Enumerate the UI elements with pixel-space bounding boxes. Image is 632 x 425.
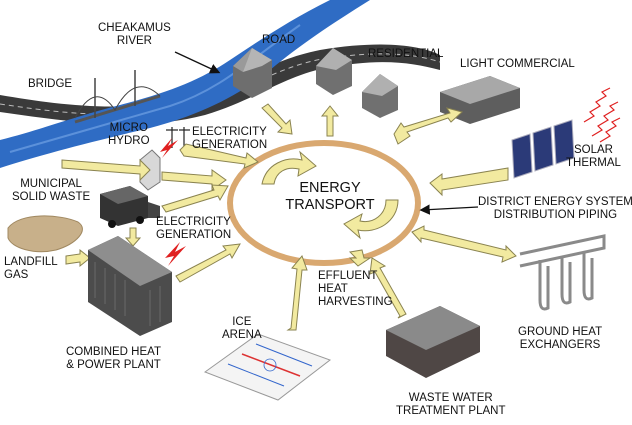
ground-heat-line1: GROUND HEAT [518, 326, 603, 338]
energy-transport-line1: ENERGY [299, 180, 361, 196]
sun-rays [583, 87, 621, 143]
electricity-generation-mid-line1: ELECTRICITY [156, 216, 231, 228]
residential-houses [316, 48, 398, 118]
electricity-generation-top-label: ELECTRICITY GENERATION [192, 126, 267, 152]
solar-flow-arrow [429, 167, 509, 197]
truck-to-plant-arrow [124, 227, 142, 247]
ground-heat-exchanger-pipes [519, 234, 606, 311]
effluent-heat-line3: HARVESTING [318, 296, 393, 308]
lightning-bolt-mid-icon [165, 242, 186, 266]
ground-heat-exchangers-label: GROUND HEAT EXCHANGERS [518, 326, 602, 352]
wastewater-line2: TREATMENT PLANT [396, 405, 506, 417]
landfill-gas-line2: GAS [4, 269, 29, 281]
energy-transport-label: ENERGY TRANSPORT [275, 180, 385, 214]
cheakamus-river-line1: CHEAKAMUS [98, 22, 171, 34]
cheakamus-river-line2: RIVER [116, 35, 152, 47]
micro-hydro-flow-arrow [61, 158, 151, 182]
district-energy-label: DISTRICT ENERGY SYSTEM DISTRIBUTION PIPI… [478, 196, 632, 222]
road-label: ROAD [262, 34, 296, 46]
garbage-truck [100, 186, 160, 228]
cheakamus-river-label: CHEAKAMUS RIVER [98, 22, 171, 48]
wastewater-flow-arrow [369, 257, 407, 319]
light-commercial-flow-arrow [393, 107, 464, 145]
landfill-mound [7, 215, 83, 253]
residential-label: RESIDENTIAL [368, 48, 444, 60]
bridge-label: BRIDGE [28, 78, 73, 90]
effluent-heat-line2: HEAT [318, 283, 348, 295]
circular-arrow-top-icon [261, 150, 317, 185]
lightning-bolt-top-icon [160, 138, 178, 158]
chp-line1: COMBINED HEAT [66, 346, 161, 358]
river-pointer-line [174, 51, 221, 74]
electricity-generation-top-line1: ELECTRICITY [192, 126, 267, 138]
energy-transport-line2: TRANSPORT [285, 197, 375, 213]
effluent-heat-line1: EFFLUENT [318, 270, 378, 282]
ice-arena-line1: ICE [232, 316, 252, 328]
effluent-flow-arrow [348, 249, 372, 267]
ground-heat-flow-arrow [411, 225, 517, 263]
effluent-heat-label: EFFLUENT HEAT HARVESTING [318, 270, 393, 309]
landfill-gas-label: LANDFILL GAS [4, 256, 58, 282]
electricity-generation-mid-label: ELECTRICITY GENERATION [156, 216, 231, 242]
landfill-gas-line1: LANDFILL [4, 256, 58, 268]
ice-arena-rink [203, 333, 332, 401]
chp-line2: & POWER PLANT [66, 359, 161, 371]
wastewater-treatment-label: WASTE WATER TREATMENT PLANT [396, 392, 505, 418]
light-commercial-label: LIGHT COMMERCIAL [460, 58, 575, 70]
micro-hydro-line1: MICRO [109, 122, 148, 134]
landfill-to-plant-arrow [65, 248, 91, 268]
flow-arrows [61, 103, 517, 331]
solar-thermal-line2: THERMAL [566, 157, 621, 169]
micro-hydro-label: MICRO HYDRO [108, 122, 150, 148]
ground-heat-line2: EXCHANGERS [519, 339, 601, 351]
electricity-generation-top-line2: GENERATION [192, 139, 268, 151]
residential-flow-arrow [320, 105, 340, 137]
road-house [233, 48, 272, 98]
municipal-solid-waste-line1: MUNICIPAL [20, 178, 82, 190]
electricity-top-flow-arrow [179, 143, 259, 169]
piping-pointer-line [419, 204, 479, 215]
ice-arena-line2: ARENA [222, 329, 262, 341]
micro-hydro-line2: HYDRO [108, 135, 150, 147]
municipal-solid-waste-line2: SOLID WASTE [12, 191, 91, 203]
municipal-solid-waste-label: MUNICIPAL SOLID WASTE [12, 178, 90, 204]
chp-flow-arrow [175, 243, 241, 283]
wastewater-line1: WASTE WATER [408, 392, 493, 404]
electricity-generation-mid-line2: GENERATION [156, 229, 232, 241]
msw-flow-arrow [161, 184, 229, 213]
energy-transport-ring [227, 140, 421, 266]
solar-thermal-line1: SOLAR [573, 144, 613, 156]
district-energy-line2: DISTRIBUTION PIPING [493, 209, 618, 221]
district-energy-line1: DISTRICT ENERGY SYSTEM [478, 196, 632, 208]
solar-thermal-label: SOLAR THERMAL [566, 144, 621, 170]
wastewater-treatment-plant [386, 306, 480, 378]
circular-arrow-bottom-icon [343, 199, 399, 240]
ice-arena-label: ICE ARENA [222, 316, 262, 342]
road-flow-arrow [261, 103, 293, 135]
solar-thermal-panels [511, 119, 575, 179]
combined-heat-power-plant [88, 236, 172, 336]
bridge [74, 70, 161, 124]
combined-heat-power-label: COMBINED HEAT & POWER PLANT [66, 346, 161, 372]
ice-arena-flow-arrow [286, 255, 308, 331]
